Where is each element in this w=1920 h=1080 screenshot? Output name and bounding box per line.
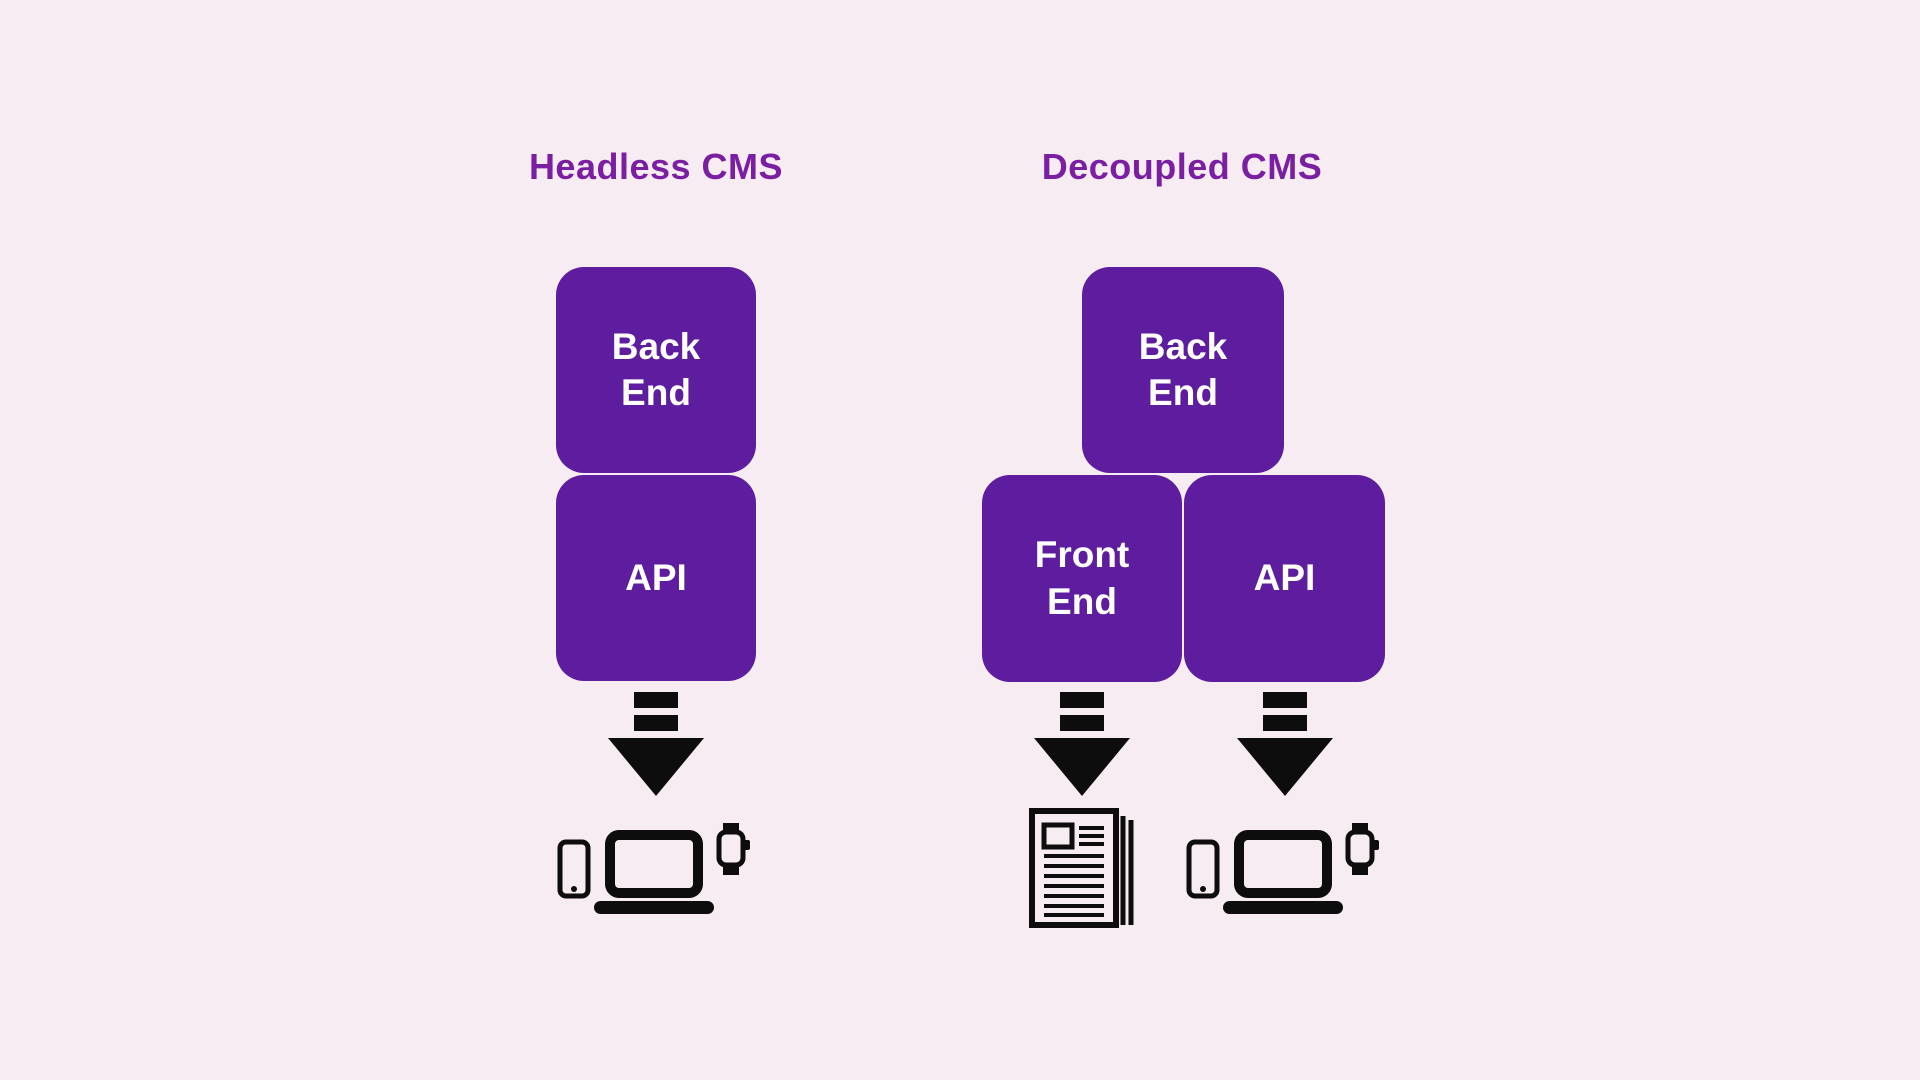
api-devices-group	[1185, 820, 1385, 920]
smartphone-icon	[1186, 839, 1220, 899]
smartwatch-icon	[1345, 823, 1379, 875]
smartphone-icon	[557, 839, 591, 899]
decoupled-api-box: API	[1184, 475, 1385, 682]
arrow-head	[608, 738, 704, 796]
arrow-segment	[634, 715, 678, 731]
decoupled-cms-title: Decoupled CMS	[1041, 146, 1323, 187]
arrow-head	[1237, 738, 1333, 796]
headless-api-label: API	[625, 556, 687, 598]
laptop-icon	[594, 830, 714, 914]
headless-down-arrow-icon	[608, 692, 704, 796]
decoupled-api-label: API	[1253, 557, 1316, 599]
decoupled-frontend-box: Front End	[982, 475, 1182, 682]
arrow-head	[1034, 738, 1130, 796]
decoupled-frontend-label: Front End	[1034, 534, 1130, 622]
newspaper-icon	[1029, 808, 1134, 928]
headless-api-box: API	[556, 475, 756, 681]
headless-cms-title: Headless CMS	[528, 146, 784, 187]
arrow-segment	[1263, 715, 1307, 731]
frontend-down-arrow-icon	[1034, 692, 1130, 796]
arrow-segment	[1263, 692, 1307, 708]
arrow-segment	[634, 692, 678, 708]
arrow-segment	[1060, 715, 1104, 731]
arrow-segment	[1060, 692, 1104, 708]
headless-backend-label: Back End	[611, 325, 701, 413]
headless-backend-box: Back End	[556, 267, 756, 473]
api-down-arrow-icon	[1237, 692, 1333, 796]
laptop-icon	[1223, 830, 1343, 914]
smartwatch-icon	[716, 823, 750, 875]
decoupled-backend-label: Back End	[1138, 325, 1228, 413]
newspaper-wrap	[1029, 808, 1135, 928]
decoupled-backend-box: Back End	[1082, 267, 1284, 473]
headless-devices-group	[556, 820, 756, 920]
